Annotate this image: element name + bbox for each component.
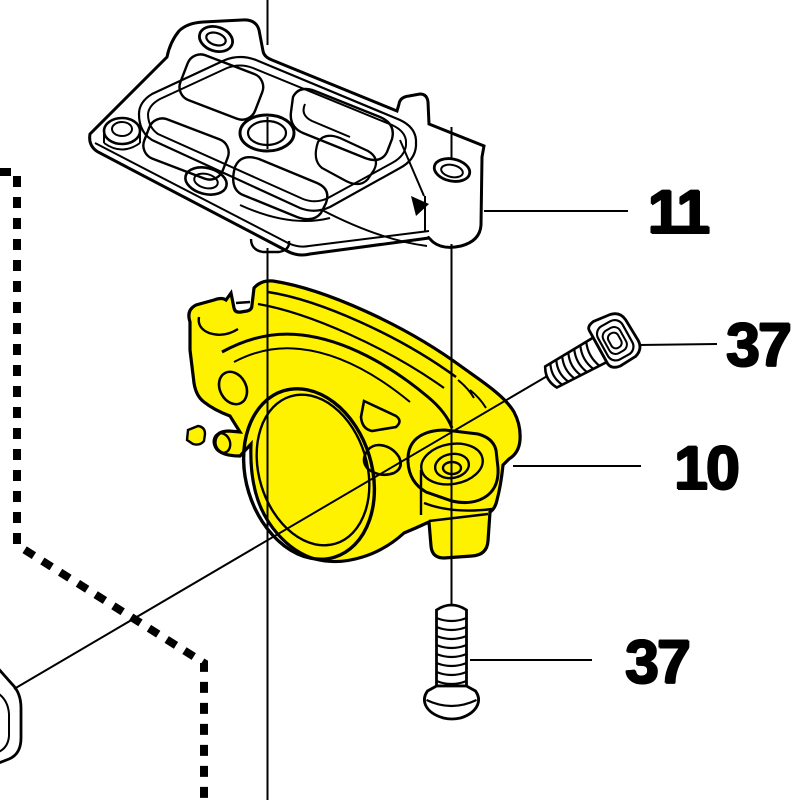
inner-contour-2	[233, 347, 411, 403]
bore-outer	[241, 387, 377, 561]
dashed-boundary-line	[0, 168, 208, 800]
hook-detail	[197, 300, 251, 336]
assembly-centerlines	[266, 0, 453, 800]
gasket-rim-inner	[146, 64, 407, 203]
pocket-right	[289, 87, 394, 162]
carburetor-fragment	[0, 668, 23, 764]
pocket-detail-lines	[239, 103, 428, 247]
triangle-pocket	[359, 399, 401, 433]
pocket-top	[178, 53, 265, 121]
ear-hole-top-left-inner	[205, 31, 227, 47]
boss-block-lines	[419, 470, 493, 523]
cover-outline	[88, 18, 486, 257]
screw-top-head-ring-3	[606, 331, 623, 350]
cover-plate-part[interactable]	[88, 18, 486, 257]
boss-ring-1	[420, 442, 484, 486]
central-hole	[238, 113, 296, 153]
ear-hole-right-inner	[440, 163, 464, 179]
bottom-tab	[249, 238, 291, 254]
callout-label-10[interactable]: 10	[674, 434, 740, 502]
screw-axis-line	[13, 374, 550, 690]
pocket-left	[142, 117, 230, 181]
inner-contour-1	[221, 332, 454, 429]
screw-top-head-ring-2	[601, 326, 628, 355]
screw-angled-part[interactable]	[534, 307, 644, 400]
boss-ring-2	[433, 452, 471, 480]
left-bolt-tip	[185, 424, 207, 446]
callout-label-37-bottom[interactable]: 37	[625, 628, 691, 696]
left-boss-inner	[111, 121, 133, 137]
ear-hole-top-left	[198, 25, 234, 53]
screw-top-threads	[549, 341, 601, 386]
ear-hole-right	[432, 157, 472, 183]
callout-label-37-top[interactable]: 37	[726, 311, 792, 379]
left-boss-side	[103, 131, 141, 151]
leader-lines	[470, 210, 718, 661]
callout-label-11[interactable]: 11	[647, 178, 711, 246]
accent-lines	[457, 379, 487, 409]
pocket-mid-right	[314, 134, 378, 186]
oval-hole-bottom-left	[184, 166, 228, 196]
screw-bottom-threads	[436, 616, 467, 686]
top-band-line-2	[257, 302, 445, 389]
highlighted-spacer-part[interactable]	[185, 279, 522, 576]
pocket-bottom	[232, 156, 329, 221]
right-boss-fold	[399, 139, 426, 232]
right-boss-shadow	[411, 196, 429, 216]
screw-vertical-part[interactable]	[422, 603, 481, 721]
leader-line-37-top	[638, 343, 718, 346]
left-tab-detail	[212, 432, 232, 454]
top-band-line-1	[267, 290, 457, 379]
gasket-rim-outer	[137, 55, 418, 212]
oval-hole-bottom-left-inner	[193, 172, 219, 190]
screw-bottom-head	[422, 684, 481, 721]
kidney-pocket	[362, 443, 402, 477]
small-oval-hole	[217, 370, 249, 406]
screw-top-head-ring-1	[595, 318, 635, 362]
screw-bottom-head-line	[426, 699, 477, 708]
